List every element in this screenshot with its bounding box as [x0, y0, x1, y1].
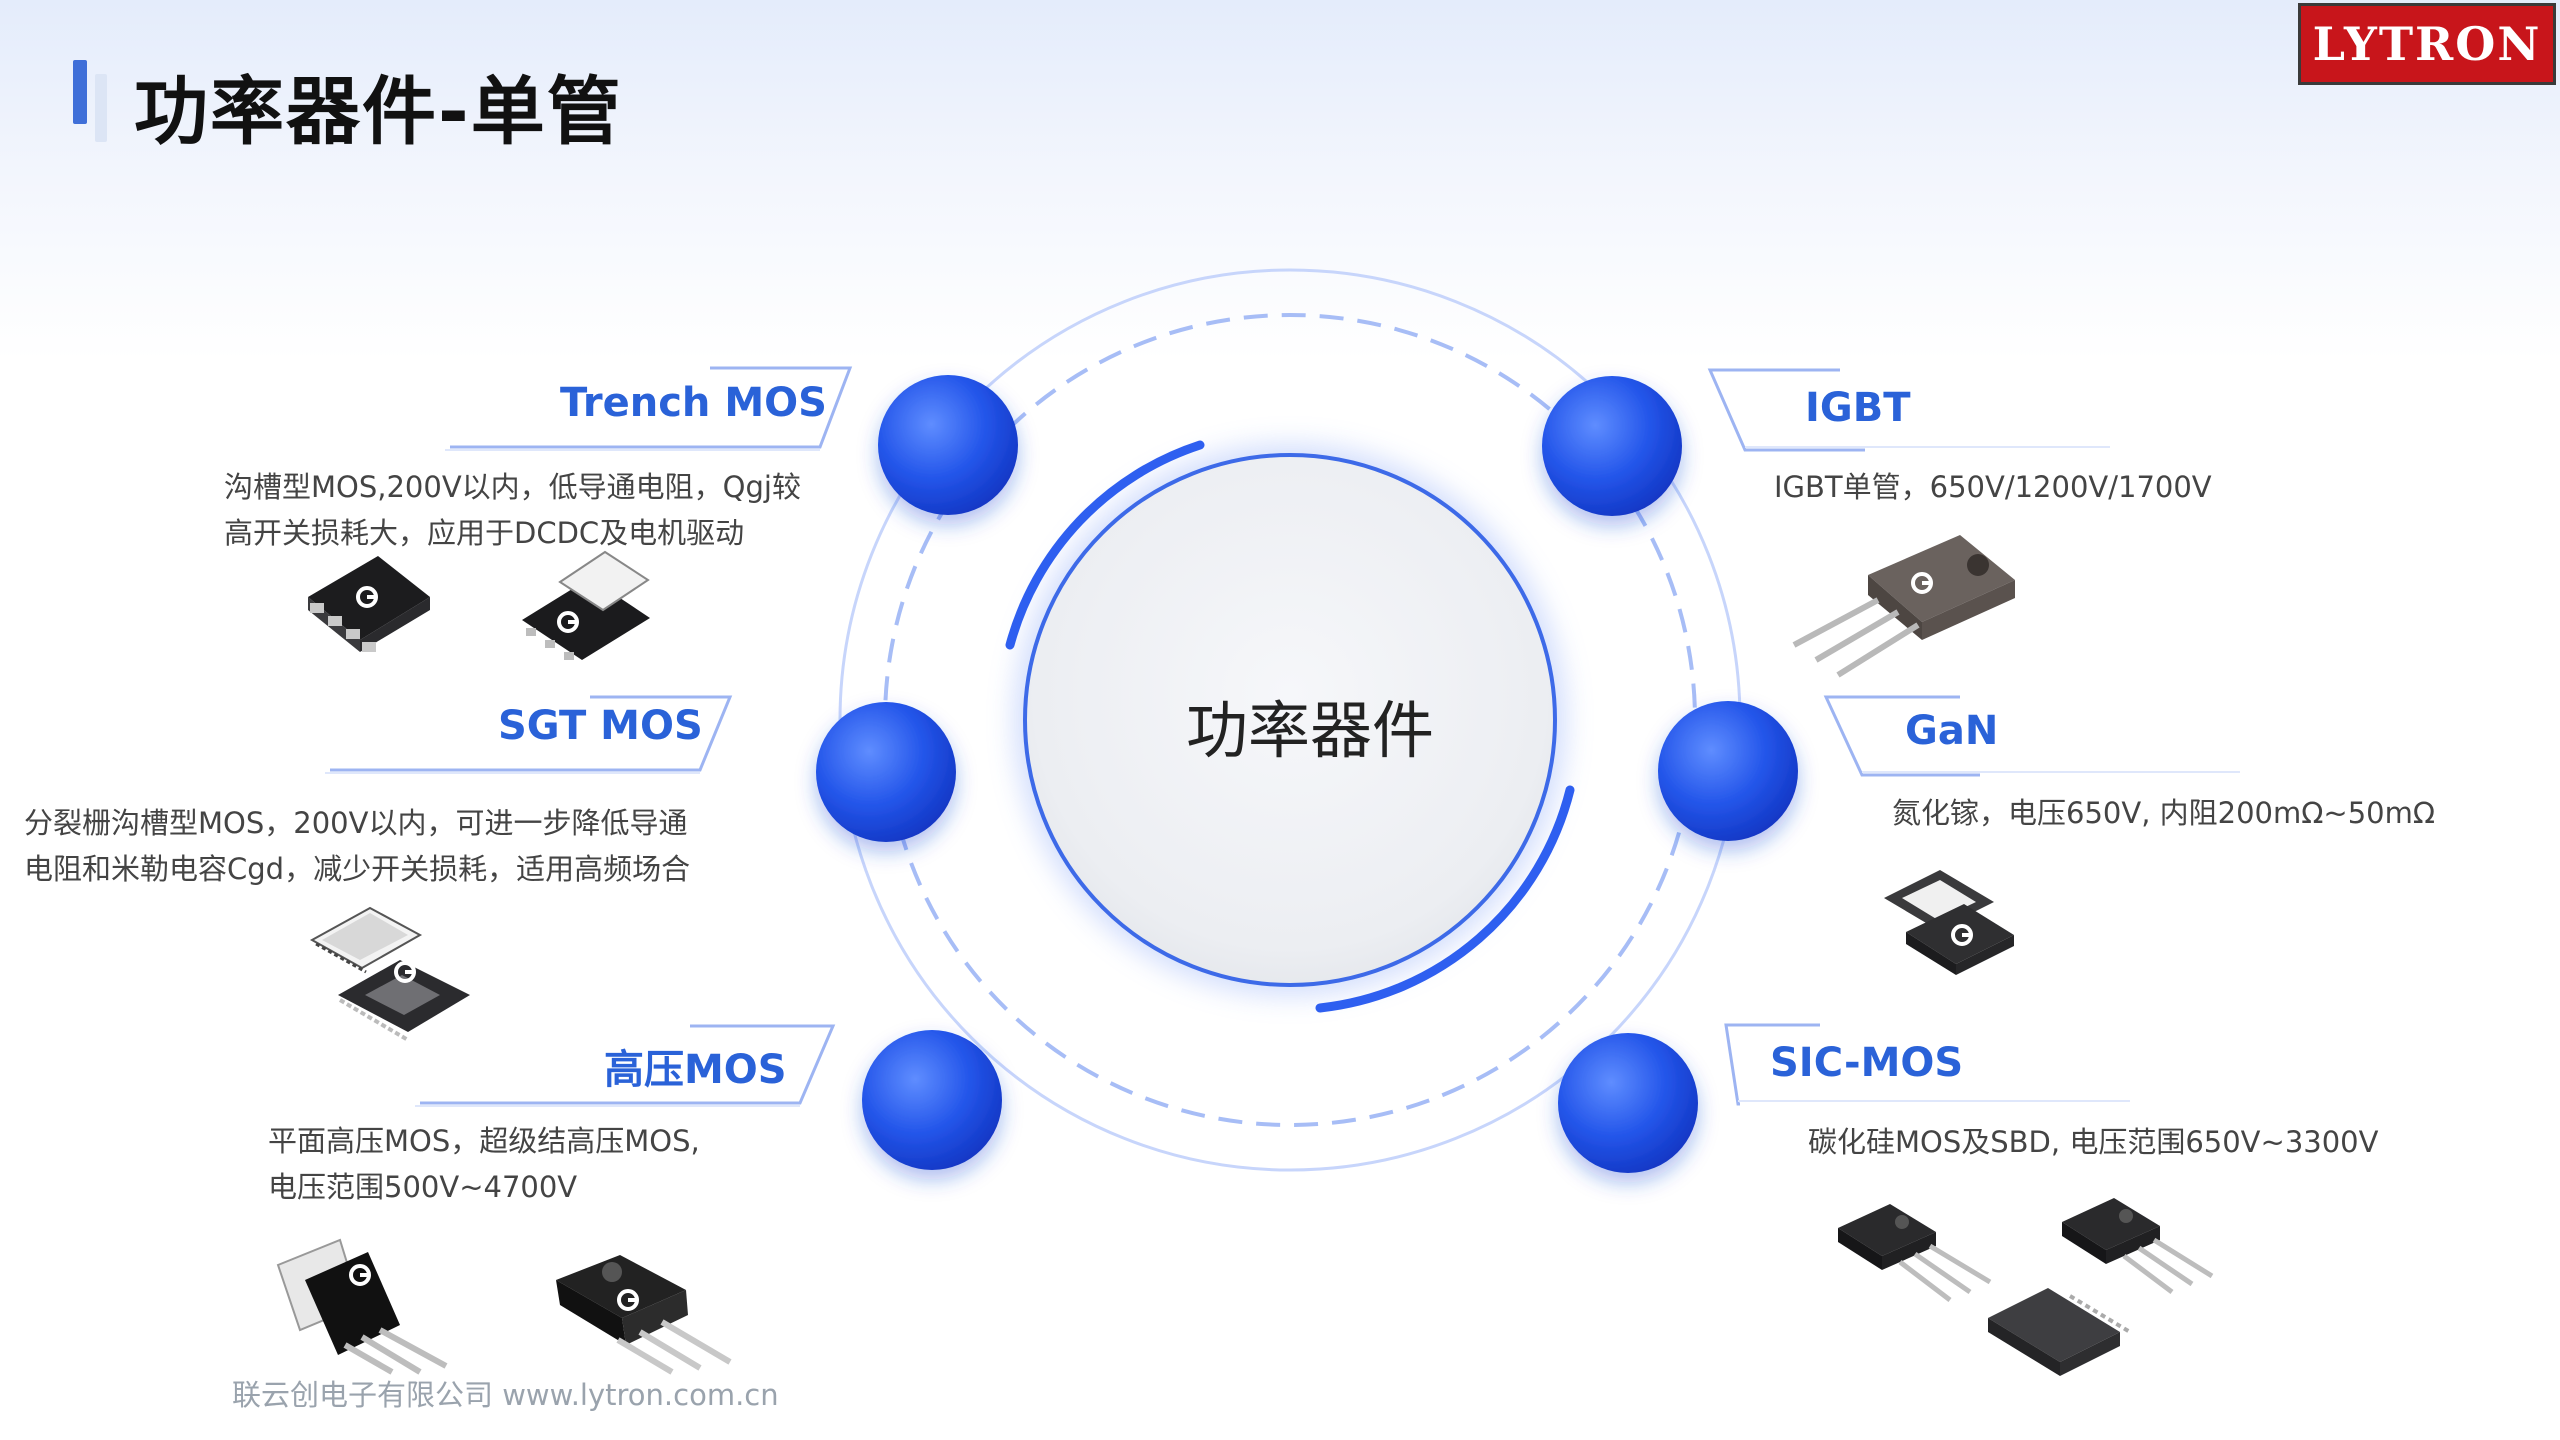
core-disc: [1023, 453, 1557, 987]
node-sgt: [816, 702, 956, 842]
trench-desc-line-2: 高开关损耗大，应用于DCDC及电机驱动: [224, 516, 745, 550]
accent-arc-right: [1315, 785, 1575, 1013]
hv-desc-line-2: 电压范围500V~4700V: [268, 1170, 578, 1204]
footer-company: 联云创电子有限公司 www.lytron.com.cn: [232, 1378, 779, 1412]
sgt-desc-line-2: 电阻和米勒电容Cgd，减少开关损耗，适用高频场合: [24, 852, 691, 886]
sgt-package-1: [309, 906, 423, 974]
hv-mos-desc: 平面高压MOS，超级结高压MOS, 电压范围500V~4700V: [268, 1118, 700, 1210]
trench-desc-line-1: 沟槽型MOS,200V以内，低导通电阻，Qgj较: [224, 470, 801, 504]
hv-mos-title: 高压MOS: [604, 1047, 787, 1093]
trench-package-1: [308, 556, 430, 652]
igbt-desc: IGBT单管，650V/1200V/1700V: [1774, 464, 2212, 510]
trench-package-2: [522, 550, 650, 660]
hv-desc-line-1: 平面高压MOS，超级结高压MOS,: [268, 1124, 700, 1158]
sic-mos-title: SIC-MOS: [1770, 1040, 1964, 1086]
logo-text: LYTRON: [2312, 17, 2542, 71]
node-sic: [1558, 1033, 1698, 1173]
center-label: 功率器件: [1185, 694, 1434, 767]
trench-mos-title: Trench MOS: [560, 380, 827, 426]
sgt-desc-line-1: 分裂栅沟槽型MOS，200V以内，可进一步降低导通: [24, 806, 688, 840]
sic-package-3: [1988, 1288, 2132, 1376]
trench-mos-desc: 沟槽型MOS,200V以内，低导通电阻，Qgj较 高开关损耗大，应用于DCDC及…: [224, 464, 801, 556]
center-diagram: [816, 268, 1798, 1173]
sic-package-2: [2062, 1198, 2214, 1294]
sic-desc-line-1: 碳化硅MOS及SBD, 电压范围650V~3300V: [1808, 1125, 2379, 1159]
sgt-package-2: [338, 960, 470, 1042]
sic-mos-desc: 碳化硅MOS及SBD, 电压范围650V~3300V: [1808, 1119, 2378, 1165]
igbt-package: [1792, 535, 2015, 678]
title-accent-shadow: [95, 74, 107, 142]
gan-desc-line-1: 氮化镓，电压650V, 内阻200mΩ~50mΩ: [1892, 796, 2435, 830]
node-gan: [1658, 701, 1798, 841]
igbt-desc-line-1: IGBT单管，650V/1200V/1700V: [1774, 470, 2212, 504]
hv-package-1: [276, 1238, 448, 1375]
node-trench: [878, 375, 1018, 515]
sgt-mos-desc: 分裂栅沟槽型MOS，200V以内，可进一步降低导通 电阻和米勒电容Cgd，减少开…: [24, 800, 690, 892]
sic-package-1: [1838, 1204, 1992, 1302]
title-accent-bar: [73, 60, 87, 124]
lytron-logo: LYTRON: [2298, 3, 2556, 85]
hv-package-2: [556, 1255, 732, 1375]
igbt-title: IGBT: [1805, 385, 1911, 431]
page-title: 功率器件-单管: [134, 69, 623, 155]
node-igbt: [1542, 376, 1682, 516]
gan-title: GaN: [1905, 708, 1999, 754]
gan-package: [1884, 870, 2014, 975]
accent-arc-left: [1005, 440, 1205, 650]
gan-desc: 氮化镓，电压650V, 内阻200mΩ~50mΩ: [1892, 790, 2435, 836]
node-hv: [862, 1030, 1002, 1170]
sgt-mos-title: SGT MOS: [498, 703, 703, 749]
